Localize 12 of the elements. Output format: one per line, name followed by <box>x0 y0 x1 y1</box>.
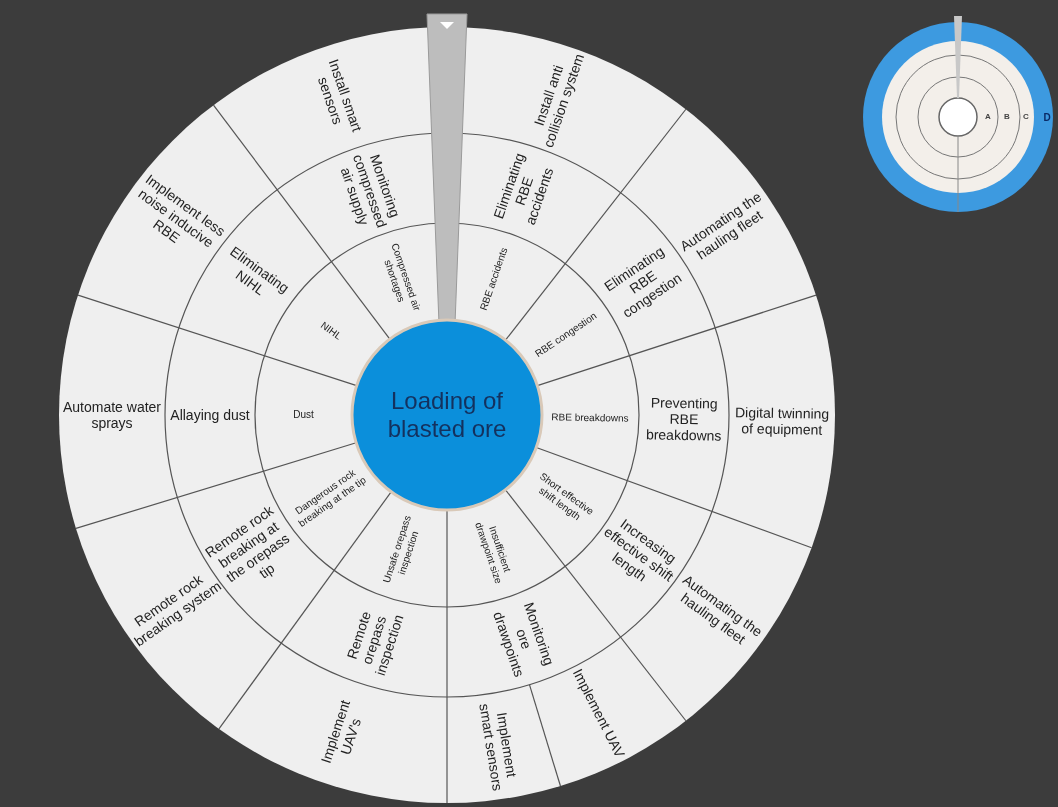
segment-label: Digital twinning of equipment <box>730 389 834 452</box>
segment-label: Automate water sprays <box>61 385 163 445</box>
ring-letter: C <box>1023 111 1029 123</box>
ring-letter: B <box>1004 111 1010 123</box>
segment-label: RBE breakdowns <box>547 386 633 449</box>
ring-letter: A <box>985 111 991 123</box>
segment-label: Preventing RBE breakdowns <box>640 388 728 450</box>
segment-label: Allaying dust <box>167 385 253 445</box>
segment-label: Implement smart sensors <box>461 690 537 801</box>
center-label: Loading of blasted ore <box>367 387 527 443</box>
ring-letter: D <box>1043 110 1051 125</box>
segment-label: Dust <box>261 385 346 445</box>
